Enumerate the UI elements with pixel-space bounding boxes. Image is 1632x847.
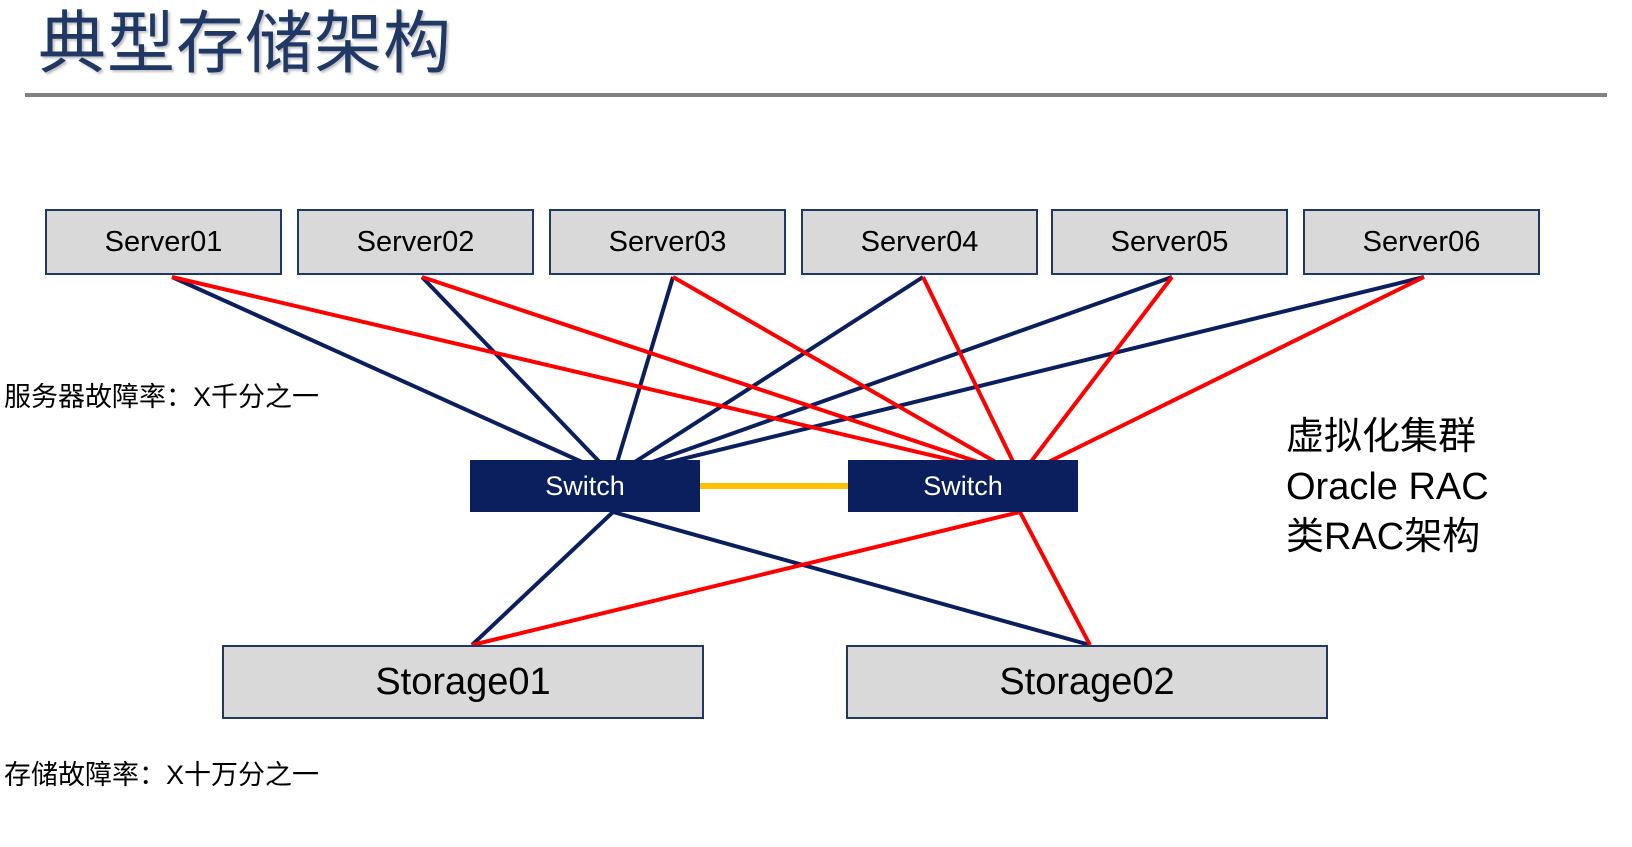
- link-server5-switch-right: [1018, 275, 1174, 478]
- link-switch-left-storage02: [612, 510, 1091, 647]
- node-server-02[interactable]: Server02: [297, 209, 534, 275]
- node-label: Storage02: [999, 660, 1175, 703]
- link-switch-right-storage02: [1018, 511, 1092, 646]
- node-label: Switch: [923, 470, 1003, 501]
- node-label: Server05: [1110, 225, 1229, 258]
- annotation-server-failure-rate: 服务器故障率：X千分之一: [4, 382, 320, 412]
- link-server4-switch-left: [611, 275, 925, 478]
- cluster-line-3: 类RAC架构: [1286, 516, 1481, 558]
- link-server3-switch-right: [672, 275, 1021, 478]
- node-label: Switch: [545, 470, 625, 501]
- node-storage-01[interactable]: Storage01: [222, 645, 704, 719]
- node-switch-left[interactable]: Switch: [470, 460, 700, 512]
- annotation-storage-failure-rate: 存储故障率：X十万分之一: [4, 760, 320, 790]
- node-label: Server04: [860, 225, 979, 258]
- node-server-03[interactable]: Server03: [549, 209, 786, 275]
- link-server3-switch-left: [611, 276, 675, 477]
- page-title: 典型存储架构: [38, 6, 453, 82]
- link-server4-switch-right: [921, 276, 1022, 477]
- node-server-06[interactable]: Server06: [1303, 209, 1540, 275]
- link-server2-switch-left: [420, 275, 615, 478]
- annotation-cluster-types: 虚拟化集群 Oracle RAC 类RAC架构: [1286, 412, 1489, 562]
- node-server-04[interactable]: Server04: [801, 209, 1038, 275]
- node-label: Storage01: [375, 660, 551, 703]
- node-label: Server06: [1362, 225, 1481, 258]
- link-switch-right-storage01: [471, 510, 1021, 647]
- node-label: Server02: [356, 225, 475, 258]
- cluster-line-1: 虚拟化集群: [1286, 416, 1477, 458]
- link-switch-left-storage01: [470, 510, 615, 647]
- node-label: Server03: [608, 225, 727, 258]
- cluster-line-2: Oracle RAC: [1286, 466, 1489, 508]
- link-server5-switch-left: [612, 275, 1173, 478]
- link-server2-switch-right: [421, 275, 1021, 478]
- title-divider: [25, 93, 1607, 97]
- node-server-01[interactable]: Server01: [45, 209, 282, 275]
- node-switch-right[interactable]: Switch: [848, 460, 1078, 512]
- node-server-05[interactable]: Server05: [1051, 209, 1288, 275]
- node-storage-02[interactable]: Storage02: [846, 645, 1328, 719]
- node-label: Server01: [104, 225, 223, 258]
